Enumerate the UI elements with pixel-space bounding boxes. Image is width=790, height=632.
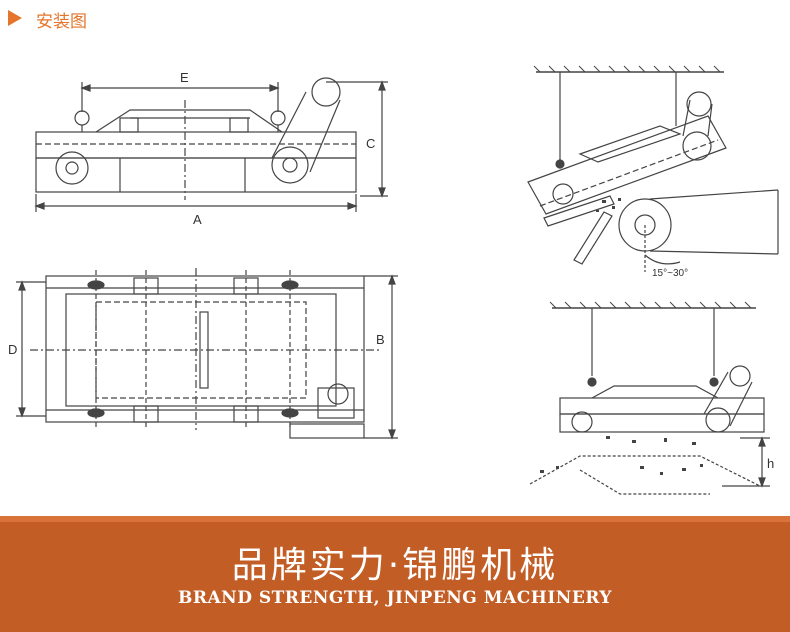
section-header: 安装图 [0, 0, 790, 36]
top-view [16, 268, 398, 440]
banner-title-en: BRAND STRENGTH, JINPENG MACHINERY [177, 588, 613, 608]
dim-label-a: A [193, 212, 202, 227]
dim-label-d: D [8, 342, 17, 357]
dim-label-c: C [366, 136, 375, 151]
dim-label-b: B [376, 332, 385, 347]
angle-label: 15°~30° [652, 268, 688, 279]
banner-title-cn: 品牌实力·锦鹏机械 [231, 545, 559, 586]
dim-label-e: E [180, 70, 189, 85]
brand-banner: 品牌实力·锦鹏机械 BRAND STRENGTH, JINPENG MACHIN… [0, 516, 790, 632]
front-view [34, 77, 388, 212]
play-triangle-icon [8, 10, 22, 26]
inclined-install-view [527, 65, 779, 272]
debris-particles [540, 198, 703, 475]
dim-label-h: h [767, 456, 774, 471]
installation-drawing: E A C D B h 15°~30° [8, 65, 779, 495]
banner-accent-line [0, 516, 790, 522]
section-title: 安装图 [36, 12, 87, 32]
horizontal-install-view [529, 301, 770, 495]
